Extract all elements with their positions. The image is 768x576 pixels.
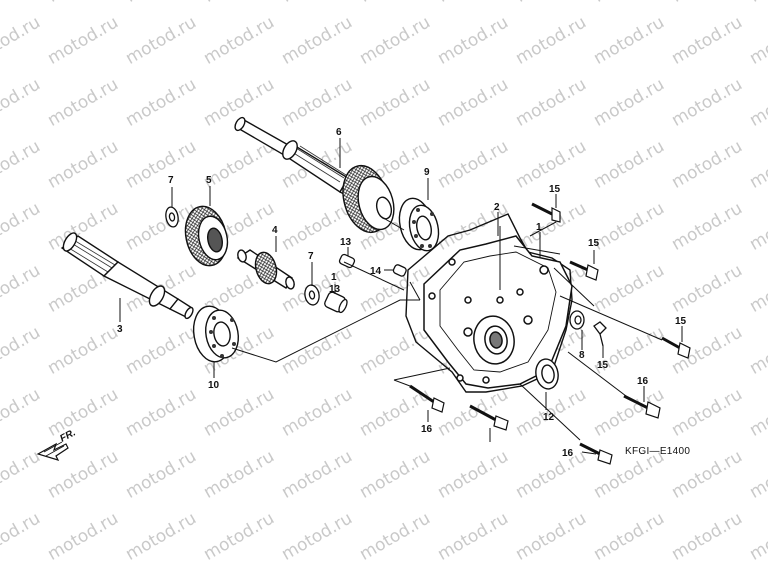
callout-4: 4 (272, 225, 278, 236)
washer-7-left (165, 206, 179, 228)
output-shaft (60, 232, 194, 320)
callout-8: 8 (579, 350, 585, 361)
front-direction-arrow: FR. (36, 427, 78, 461)
washer-7-right (304, 284, 320, 306)
callout-16-right: 16 (637, 376, 649, 387)
callout-15-top: 15 (549, 184, 561, 195)
callout-3: 3 (117, 324, 123, 335)
input-shaft-gear (342, 164, 395, 234)
bolt-14 (593, 321, 607, 347)
needle-bearing-11 (324, 291, 348, 314)
leader-lines (119, 138, 683, 455)
callout-14: 15 (597, 360, 609, 371)
transmission-cover (423, 235, 573, 389)
front-direction-label: FR. (58, 427, 77, 444)
callout-1-left: 1 (331, 272, 337, 283)
diagram-code: KFGI—E1400 (625, 446, 690, 457)
callout-15-right: 15 (675, 316, 687, 327)
callout-15-upper-right: 15 (588, 238, 600, 249)
bolt-15-upper-right (569, 260, 599, 281)
oil-seal-12 (535, 358, 559, 390)
callout-16-left: 16 (421, 424, 433, 435)
bolt-16-bottom (469, 404, 509, 431)
callout-13-upper: 13 (340, 237, 352, 248)
gasket-2 (405, 213, 573, 393)
callout-7-right: 7 (308, 251, 314, 262)
gear-4 (236, 249, 295, 290)
callout-10: 10 (208, 380, 220, 391)
callout-7: 7 (168, 175, 174, 186)
callout-11: 13 (329, 284, 341, 295)
seal-8 (569, 310, 585, 330)
callout-2: 2 (494, 202, 500, 213)
bearing-10 (192, 305, 239, 363)
dowel-pins-13 (338, 253, 407, 277)
bolt-16-left (409, 384, 445, 413)
callout-12: 12 (543, 412, 555, 423)
callout-5: 5 (206, 175, 212, 186)
callout-9: 9 (424, 167, 430, 178)
gear-5 (184, 205, 229, 267)
callout-15-bottom: 16 (562, 448, 574, 459)
callout-6: 6 (336, 127, 342, 138)
bolt-15-right (661, 336, 691, 359)
bearing-9 (398, 197, 440, 252)
bolt-15-bottom (579, 442, 613, 465)
callout-1-right: 1 (536, 222, 542, 233)
bolt-15-top (531, 202, 561, 223)
bolt-16-right (623, 394, 661, 419)
callout-13-lower: 14 (370, 266, 382, 277)
